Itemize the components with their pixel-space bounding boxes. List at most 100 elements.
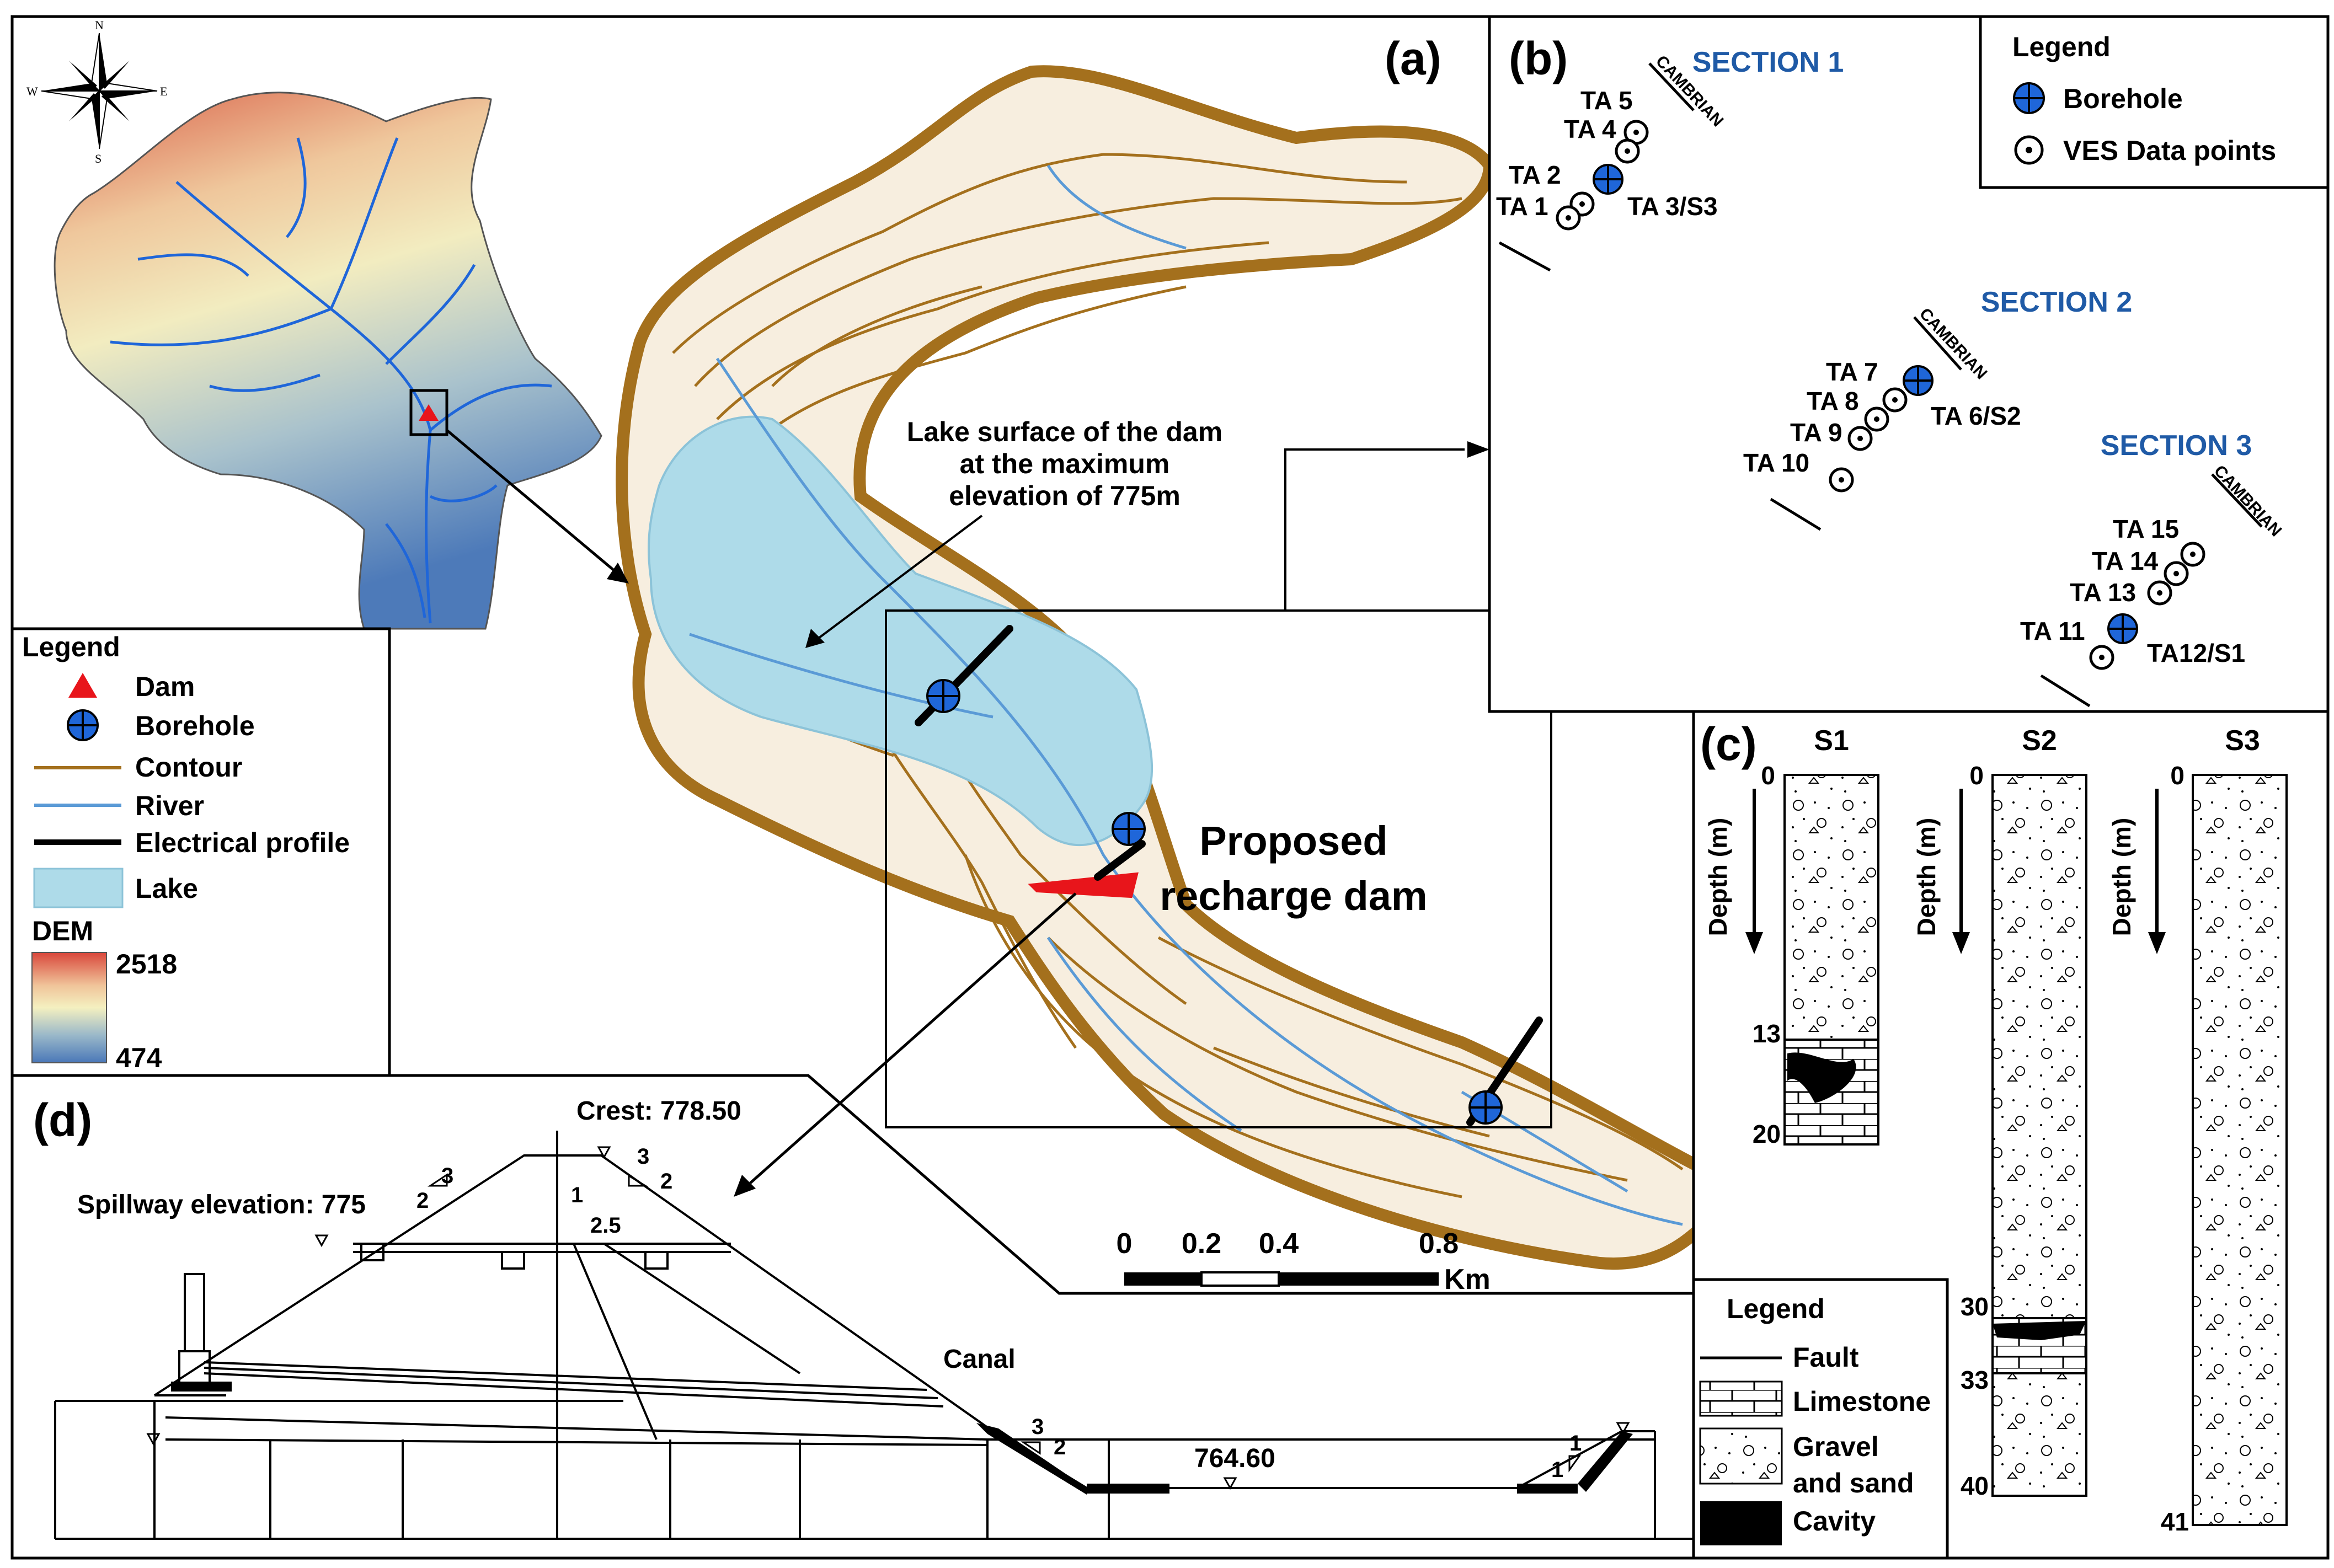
log-s2-cavity — [1993, 1321, 2086, 1340]
legend-c-item-sand: and sand — [1793, 1468, 1914, 1499]
dem-colorbar — [31, 952, 107, 1063]
basin-arrow-head — [607, 563, 629, 584]
log-s2-depth-label: Depth (m) — [1912, 818, 1941, 936]
ves-point-icon — [2089, 645, 2114, 670]
legend-a: Legend Dam Borehole Contour River Electr… — [10, 627, 391, 1077]
scale-bar: 0 0.2 0.4 0.8 Km — [1117, 1228, 1491, 1296]
s3-ta14: TA 14 — [2092, 547, 2159, 575]
slope-label: 3 — [637, 1144, 649, 1169]
legend-c-item-gravel: Gravel — [1793, 1431, 1879, 1462]
legend-b-title: Legend — [2012, 31, 2111, 62]
section-3-title: SECTION 3 — [2101, 430, 2252, 462]
legend-a-item-dam: Dam — [135, 671, 195, 702]
section-1-title: SECTION 1 — [1692, 46, 1844, 78]
compass-rose: N S E W — [26, 18, 167, 165]
log-s2-tick-33: 33 — [1961, 1366, 1989, 1394]
compass-n: N — [95, 18, 104, 32]
panel-label-c: (c) — [1700, 718, 1757, 770]
scale-tick-2: 0.4 — [1259, 1228, 1299, 1260]
legend-b-item-ves: VES Data points — [2063, 135, 2276, 166]
crest-label: Crest: 778.50 — [576, 1096, 741, 1126]
valley-contour-band — [616, 65, 1748, 1270]
cross-section-details — [171, 1382, 1633, 1495]
s2-ta8: TA 8 — [1807, 387, 1859, 415]
log-s3-tick-0: 0 — [2170, 761, 2185, 790]
log-s2-title: S2 — [2022, 725, 2057, 757]
slope-label: 2 — [1054, 1435, 1066, 1459]
basin-dam-marker — [419, 404, 439, 421]
legend-b-item-borehole: Borehole — [2063, 83, 2183, 114]
gravel-icon — [1699, 1427, 1783, 1485]
lake-icon — [33, 868, 124, 908]
log-s1-tick-0: 0 — [1761, 761, 1775, 790]
log-s1-cavity — [1787, 1052, 1856, 1103]
ves-point-icon — [1615, 138, 1640, 164]
legend-a-item-contour: Contour — [135, 752, 242, 783]
s3-ta12: TA12/S1 — [2147, 639, 2245, 667]
panel-label-b: (b) — [1509, 33, 1568, 84]
legend-c-item-limestone: Limestone — [1793, 1386, 1931, 1417]
slope-label: 1 — [571, 1183, 583, 1207]
s3-ta13: TA 13 — [2070, 578, 2136, 607]
panel-d: (d) — [12, 1074, 1694, 1540]
basin-to-map-arrow — [446, 429, 619, 575]
slope-triangles — [428, 1173, 1581, 1473]
slope-label: 1 — [1569, 1431, 1582, 1455]
ves-point-icon — [1847, 426, 1873, 451]
lake-surface — [647, 415, 1153, 847]
log-s2-tick-0: 0 — [1969, 761, 1984, 790]
s1-ta2: TA 2 — [1509, 160, 1561, 189]
river-lines — [689, 164, 1683, 1226]
legend-a-item-profile: Electrical profile — [135, 827, 350, 858]
contour-lines — [660, 153, 1684, 1198]
section-2-title: SECTION 2 — [1981, 286, 2133, 318]
scale-unit: Km — [1444, 1264, 1491, 1296]
legend-a-title: Legend — [22, 632, 120, 662]
scale-tick-1: 0.2 — [1182, 1228, 1221, 1260]
basin-inset — [54, 92, 629, 630]
ves-point-icon — [1864, 406, 1889, 432]
slope-label: 3 — [1032, 1415, 1044, 1439]
ves-point-icon — [1556, 205, 1581, 231]
dam-icon — [68, 673, 97, 698]
dam-label-line1: Proposed — [1199, 818, 1387, 864]
ves-point-icon — [1882, 387, 1908, 413]
dam-cross-section — [54, 1131, 1694, 1540]
cavity-icon — [1700, 1501, 1782, 1545]
legend-a-item-borehole: Borehole — [135, 710, 255, 741]
compass-s: S — [95, 152, 102, 165]
panel-label-a: (a) — [1385, 33, 1441, 84]
borehole-icon — [1593, 164, 1623, 195]
slope-label: 2 — [416, 1189, 429, 1213]
map-panel: (a) Lake surface of the dam at the maxim… — [616, 33, 1748, 1296]
lake-pointer-head — [805, 629, 825, 648]
dam-zoom-box — [885, 609, 1552, 1128]
s2-ta7: TA 7 — [1826, 357, 1878, 386]
s1-ta5: TA 5 — [1580, 86, 1633, 115]
log-s1-tick-13: 13 — [1753, 1019, 1781, 1048]
connector-arrow-head — [1467, 441, 1489, 458]
ves-point-icon — [2147, 580, 2172, 606]
basin-rivers — [110, 137, 552, 624]
log-s1-tick-20: 20 — [1753, 1120, 1781, 1148]
lake-label-line3: elevation of 775m — [949, 480, 1181, 511]
compass-e: E — [160, 84, 167, 98]
panel-b: (b) Legend Borehole VES Data points SECT… — [1488, 15, 2330, 713]
ves-point-icon — [1829, 467, 1854, 493]
borehole-icon — [926, 679, 960, 713]
legend-a-item-river: River — [135, 790, 204, 821]
borehole-icon — [1903, 365, 1934, 396]
legend-c-item-cavity: Cavity — [1793, 1506, 1876, 1537]
ves-point-icon — [2014, 135, 2044, 165]
spillway-label: Spillway elevation: 775 — [77, 1190, 366, 1219]
panel-label-d: (d) — [33, 1094, 92, 1146]
bottom-elevation-label: 764.60 — [1194, 1444, 1275, 1473]
limestone-icon — [1699, 1380, 1783, 1417]
scale-tick-0: 0 — [1117, 1228, 1133, 1260]
s2-ta6: TA 6/S2 — [1931, 402, 2021, 430]
log-s1-title: S1 — [1814, 725, 1849, 757]
s1-ta1: TA 1 — [1496, 192, 1548, 221]
borehole-icon — [1468, 1090, 1503, 1125]
log-s3-tick-41: 41 — [2161, 1507, 2189, 1536]
log-s2-tick-40: 40 — [1961, 1471, 1989, 1500]
